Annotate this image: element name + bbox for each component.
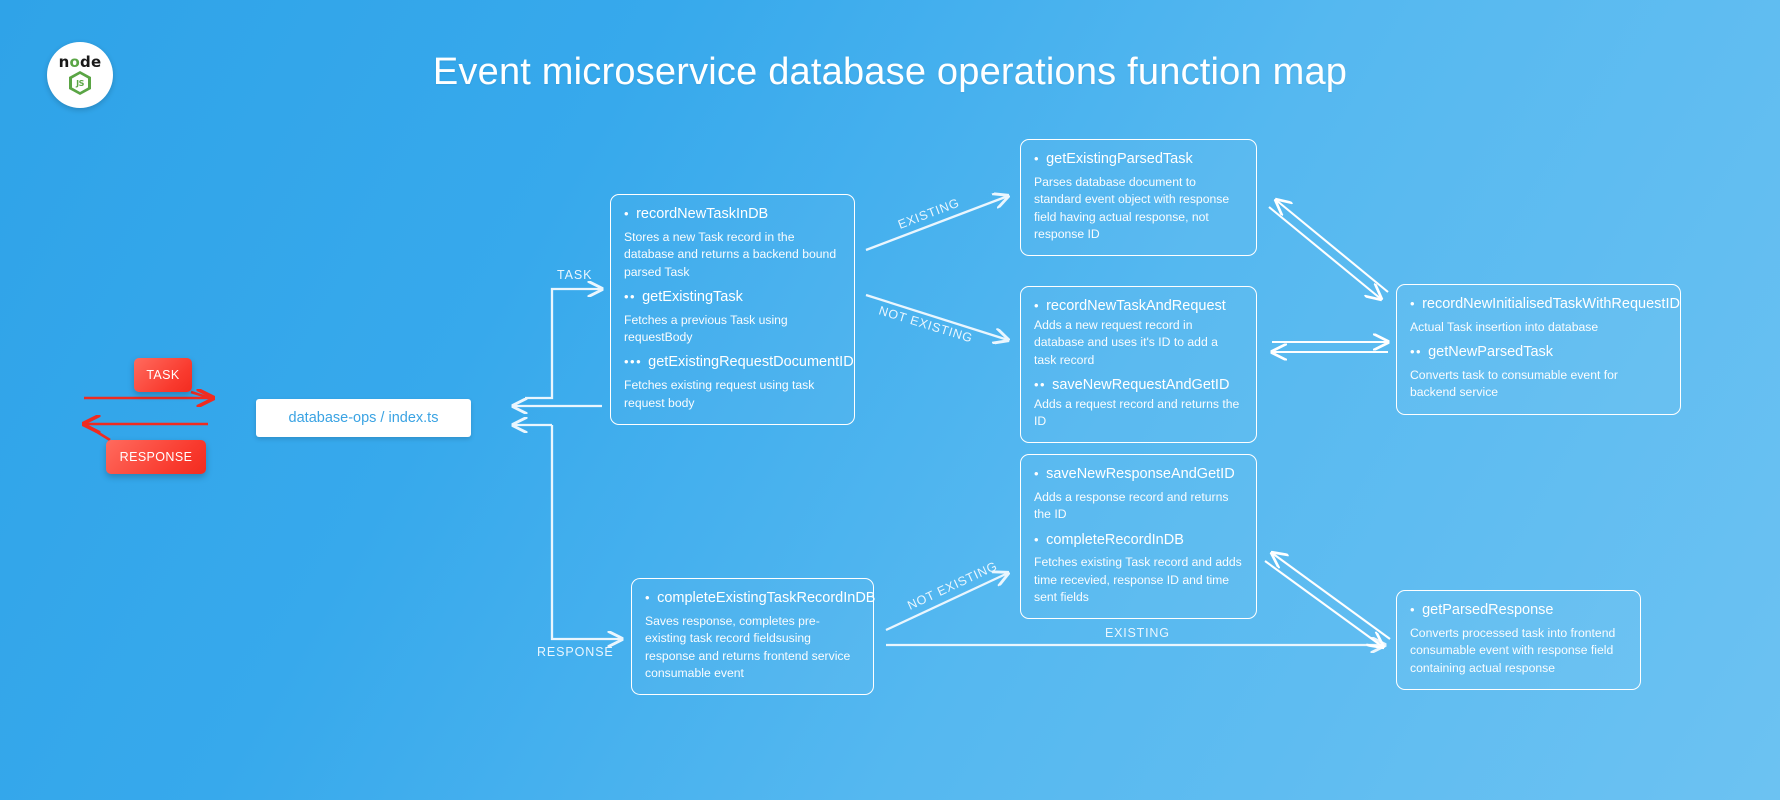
- function-name: saveNewRequestAndGetID: [1052, 376, 1230, 393]
- card-record-new-initialised-task-with-request-id[interactable]: • recordNewInitialisedTaskWithRequestID …: [1396, 284, 1681, 415]
- nodejs-hexagon-icon: JS: [69, 71, 91, 95]
- function-name: getExistingTask: [642, 288, 743, 305]
- logo-word-suffix: de: [80, 53, 102, 71]
- response-badge[interactable]: RESPONSE: [106, 440, 206, 474]
- task-branch-connector: [525, 289, 602, 400]
- edge-label-not-existing-bottom: NOT EXISTING: [905, 559, 999, 613]
- function-description: Fetches a previous Task using requestBod…: [624, 312, 788, 344]
- function-description: Adds a request record and returns the ID: [1034, 396, 1240, 428]
- function-description: Converts processed task into frontend co…: [1410, 625, 1616, 675]
- task-badge[interactable]: TASK: [134, 358, 192, 392]
- edge-parsed-to-initialised-a: [1276, 200, 1389, 293]
- function-entry: • getParsedResponse: [1410, 601, 1627, 620]
- function-description: Fetches existing Task record and adds ti…: [1034, 555, 1242, 604]
- function-entry: • recordNewTaskInDB: [624, 205, 841, 224]
- page-title: Event microservice database operations f…: [432, 51, 1348, 93]
- edge-label-existing-bottom: EXISTING: [1105, 626, 1170, 640]
- branch-label-task: TASK: [557, 268, 593, 282]
- edge-response-to-parsed-b: [1264, 560, 1383, 647]
- function-name: getExistingParsedTask: [1046, 151, 1193, 167]
- card-complete-existing-task-record-in-db[interactable]: • completeExistingTaskRecordInDB Saves r…: [631, 578, 875, 696]
- response-branch-connector: [550, 425, 622, 639]
- logo-hex-label: JS: [72, 74, 88, 92]
- function-name: recordNewTaskInDB: [636, 206, 769, 222]
- function-entry: • getExistingParsedTask: [1034, 150, 1243, 169]
- bullet-dots: •: [1034, 151, 1041, 166]
- edge-label-existing-top: EXISTING: [896, 196, 961, 232]
- nodejs-wordmark: node: [59, 55, 102, 70]
- function-entry: • recordNewTaskAndRequest: [1034, 297, 1243, 316]
- function-description: Saves response, completes pre-existing t…: [645, 613, 851, 680]
- task-badge-leader: [190, 390, 214, 401]
- edge-parsed-to-initialised-b: [1268, 206, 1381, 299]
- branch-label-response: RESPONSE: [537, 645, 614, 659]
- function-description: Adds a response record and returns the I…: [1034, 489, 1229, 522]
- logo-word-o: o: [69, 53, 81, 71]
- function-name: getParsedResponse: [1422, 602, 1554, 618]
- function-entry: • saveNewResponseAndGetID: [1034, 465, 1243, 484]
- function-name: recordNewInitialisedTaskWithRequestID: [1422, 296, 1680, 312]
- index-file-box[interactable]: database-ops / index.ts: [256, 399, 471, 437]
- function-description: Fetches existing request using task requ…: [624, 378, 815, 410]
- function-entry: •• saveNewRequestAndGetID: [1034, 376, 1243, 395]
- logo-word-prefix: n: [58, 53, 70, 71]
- edge-label-not-existing-top: NOT EXISTING: [877, 303, 974, 345]
- card-record-new-task-in-db[interactable]: • recordNewTaskInDB Stores a new Task re…: [610, 194, 855, 425]
- function-entry: • recordNewInitialisedTaskWithRequestID: [1410, 295, 1680, 314]
- bullet-dots: ••: [1034, 376, 1047, 392]
- function-description: Stores a new Task record in the database…: [624, 229, 837, 279]
- card-get-existing-parsed-task[interactable]: • getExistingParsedTask Parses database …: [1020, 139, 1257, 257]
- bullet-dots: •: [645, 590, 652, 605]
- function-entry: •• getNewParsedTask: [1410, 343, 1667, 362]
- card-get-parsed-response[interactable]: • getParsedResponse Converts processed t…: [1396, 590, 1641, 690]
- function-entry: •• getExistingTask: [624, 288, 841, 307]
- function-entry: ••• getExistingRequestDocumentID: [624, 353, 854, 372]
- bullet-dots: •: [1410, 296, 1417, 311]
- edge-not-existing-bottom: [885, 573, 1008, 632]
- response-badge-leader: [83, 422, 111, 442]
- edge-response-to-parsed-a: [1272, 553, 1391, 640]
- card-record-new-task-and-request[interactable]: • recordNewTaskAndRequest Adds a new req…: [1020, 286, 1257, 444]
- card-save-new-response-and-get-id[interactable]: • saveNewResponseAndGetID Adds a respons…: [1020, 454, 1257, 620]
- function-name: completeExistingTaskRecordInDB: [657, 590, 876, 606]
- function-name: getExistingRequestDocumentID: [648, 354, 854, 371]
- bullet-dots: •: [1034, 531, 1041, 547]
- nodejs-logo-icon: node JS: [47, 42, 113, 108]
- function-name: getNewParsedTask: [1428, 344, 1554, 361]
- bullet-dots: •••: [624, 354, 643, 370]
- function-description: Converts task to consumable event for ba…: [1410, 368, 1618, 400]
- bullet-dots: •: [1034, 298, 1041, 313]
- edge-not-existing-top: [865, 293, 1008, 340]
- function-name: recordNewTaskAndRequest: [1046, 298, 1226, 314]
- function-name: saveNewResponseAndGetID: [1046, 466, 1235, 482]
- function-name: completeRecordInDB: [1046, 531, 1184, 548]
- function-entry: • completeRecordInDB: [1034, 531, 1243, 550]
- function-entry: • completeExistingTaskRecordInDB: [645, 589, 875, 608]
- function-description: Adds a new request record in database an…: [1034, 317, 1218, 367]
- bullet-dots: •: [1034, 466, 1041, 481]
- bullet-dots: •: [624, 206, 631, 221]
- function-description: Actual Task insertion into database: [1410, 319, 1599, 334]
- function-description: Parses database document to standard eve…: [1034, 174, 1230, 241]
- bullet-dots: ••: [624, 288, 637, 304]
- edge-existing-top: [865, 196, 1008, 252]
- bullet-dots: ••: [1410, 344, 1423, 360]
- bullet-dots: •: [1410, 602, 1417, 617]
